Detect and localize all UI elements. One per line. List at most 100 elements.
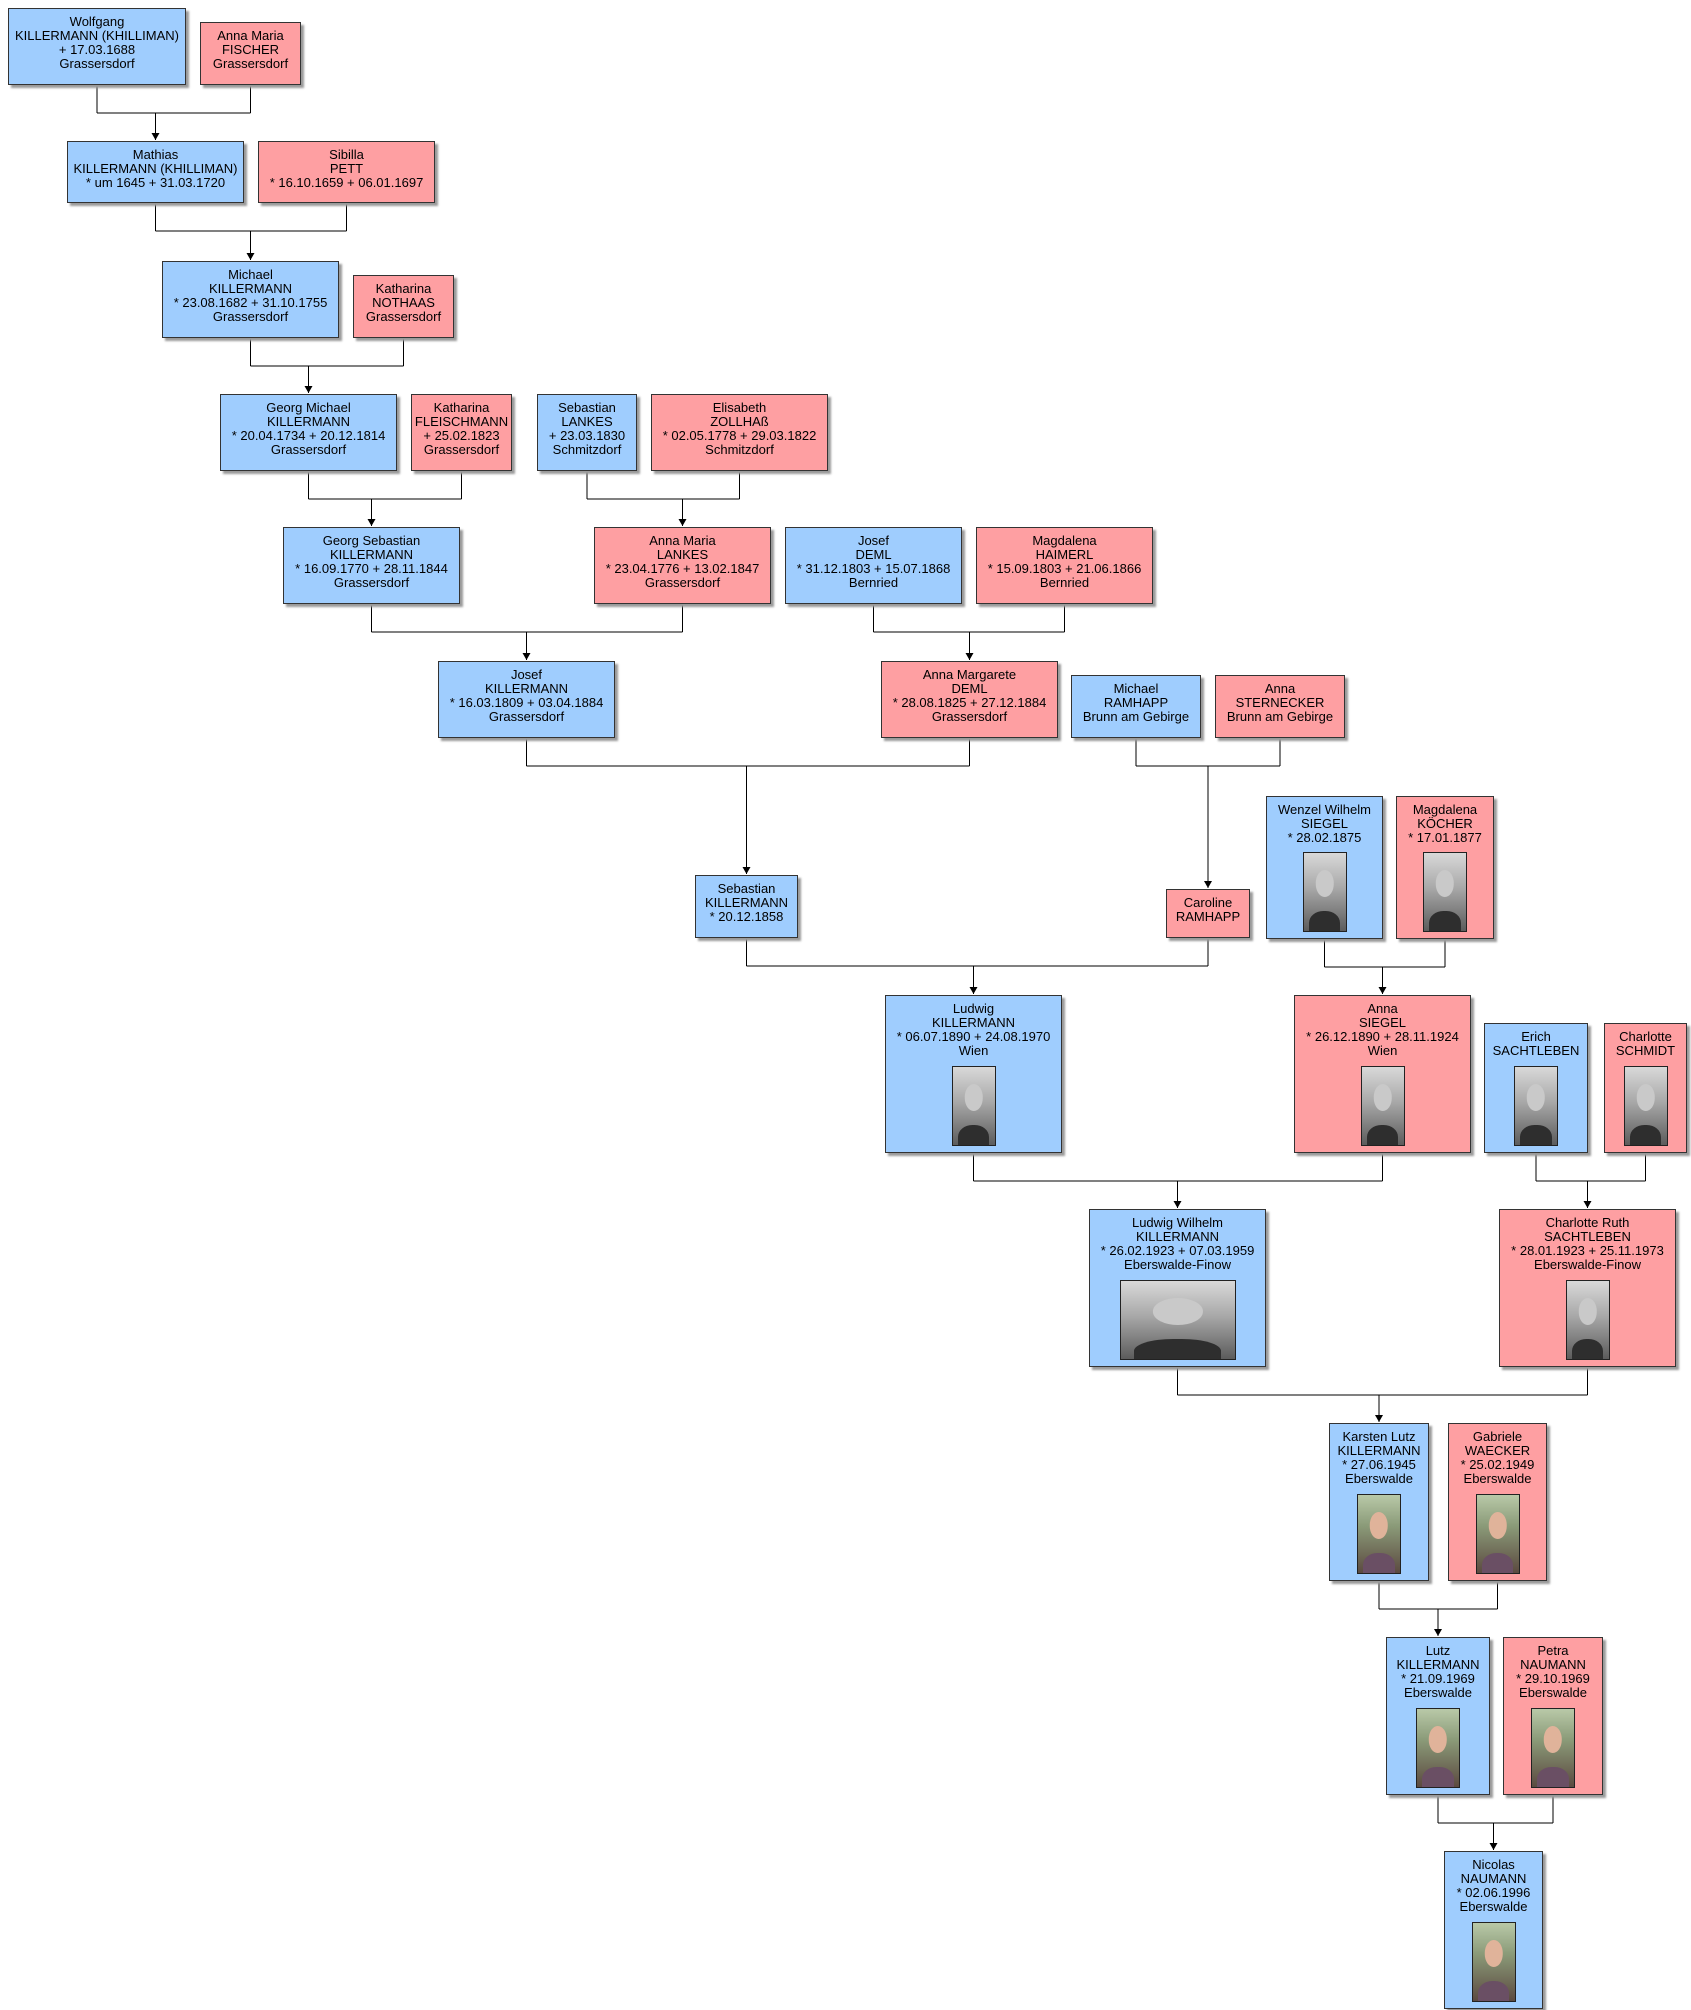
person-surname: DEML (951, 682, 988, 696)
portrait-shoulders (1366, 1124, 1399, 1145)
person-detail-line: * 20.12.1858 (709, 910, 784, 924)
person-given-name: Lutz (1425, 1644, 1451, 1658)
person-surname: KILLERMANN (KHILLIMAN) (15, 29, 179, 43)
person-surname: SIEGEL (1359, 1016, 1406, 1030)
person-given-name: Erich (1521, 1030, 1551, 1044)
person-surname: NAUMANN (1520, 1658, 1586, 1672)
person-detail-line: * 16.10.1659 + 06.01.1697 (269, 176, 424, 190)
portrait-shoulders (1308, 910, 1341, 931)
arrow-head (969, 987, 978, 994)
portrait-shoulders (1134, 1338, 1221, 1359)
person-detail-line: * 28.08.1825 + 27.12.1884 (892, 696, 1047, 710)
portrait-head (1543, 1726, 1563, 1753)
person-detail-line: * 28.01.1923 + 25.11.1973 (1511, 1244, 1664, 1258)
person-given-name: Gabriele (1472, 1430, 1523, 1444)
portrait-shoulders (1571, 1338, 1604, 1359)
person-given-name: Michael (228, 268, 273, 282)
portrait-photo (1531, 1708, 1575, 1788)
person-detail-line: Grassersdorf (270, 443, 347, 457)
person-surname: WAECKER (1464, 1444, 1531, 1458)
person-surname: STERNECKER (1235, 696, 1325, 710)
person-detail-line: * 02.06.1996 (1456, 1886, 1531, 1900)
person-given-name: Caroline (1183, 896, 1233, 910)
person-detail-line: Bernried (848, 576, 899, 590)
person-given-name: Anna Margarete (922, 668, 1017, 682)
arrow-head (246, 253, 255, 260)
person-detail-line: Eberswalde (1459, 1900, 1528, 1914)
person-detail-line: * 27.06.1945 (1342, 1458, 1416, 1472)
person-surname: KILLERMANN (1337, 1444, 1421, 1458)
person-surname: KILLERMANN (KHILLIMAN) (73, 162, 238, 176)
person-surname: FISCHER (221, 43, 280, 57)
person-surname: KILLERMANN (1396, 1658, 1480, 1672)
portrait-shoulders (1363, 1552, 1395, 1573)
person-surname: KILLERMANN (329, 548, 414, 562)
person-detail-line: Grassersdorf (423, 443, 500, 457)
portrait-photo (1357, 1494, 1401, 1574)
portrait-shoulders (1520, 1124, 1552, 1145)
arrow-head (1489, 1843, 1498, 1850)
arrow-head (1434, 1629, 1442, 1636)
person-surname: NAUMANN (1460, 1872, 1527, 1886)
person-surname: KILLERMANN (208, 282, 293, 296)
person-detail-line: * 17.01.1877 (1408, 831, 1482, 845)
person-detail-line: * 26.12.1890 + 28.11.1924 (1306, 1030, 1459, 1044)
portrait-shoulders (1537, 1766, 1569, 1787)
portrait-head (1435, 870, 1455, 897)
person-detail-line: Eberswalde-Finow (1124, 1258, 1231, 1272)
person-detail-line: Wien (1367, 1044, 1398, 1058)
arrow-head (367, 519, 376, 526)
portrait-photo (1119, 1280, 1236, 1360)
person-detail-line: * 31.12.1803 + 15.07.1868 (796, 562, 951, 576)
person-detail-line: Grassersdorf (644, 576, 721, 590)
person-given-name: Katharina (375, 282, 432, 296)
person-surname: HAIMERL (1035, 548, 1094, 562)
person-surname: KILLERMANN (704, 896, 789, 910)
person-given-name: Michael (1113, 682, 1159, 696)
portrait-shoulders (1629, 1124, 1662, 1145)
arrow-head (1375, 1415, 1383, 1422)
arrow-head (1583, 1201, 1592, 1208)
portrait-head (1152, 1298, 1203, 1325)
arrow-head (965, 653, 974, 660)
person-surname: SACHTLEBEN (1492, 1044, 1580, 1058)
person-detail-line: Grassersdorf (488, 710, 565, 724)
person-surname: ZOLLHAß (710, 415, 769, 429)
portrait-head (1428, 1726, 1448, 1753)
